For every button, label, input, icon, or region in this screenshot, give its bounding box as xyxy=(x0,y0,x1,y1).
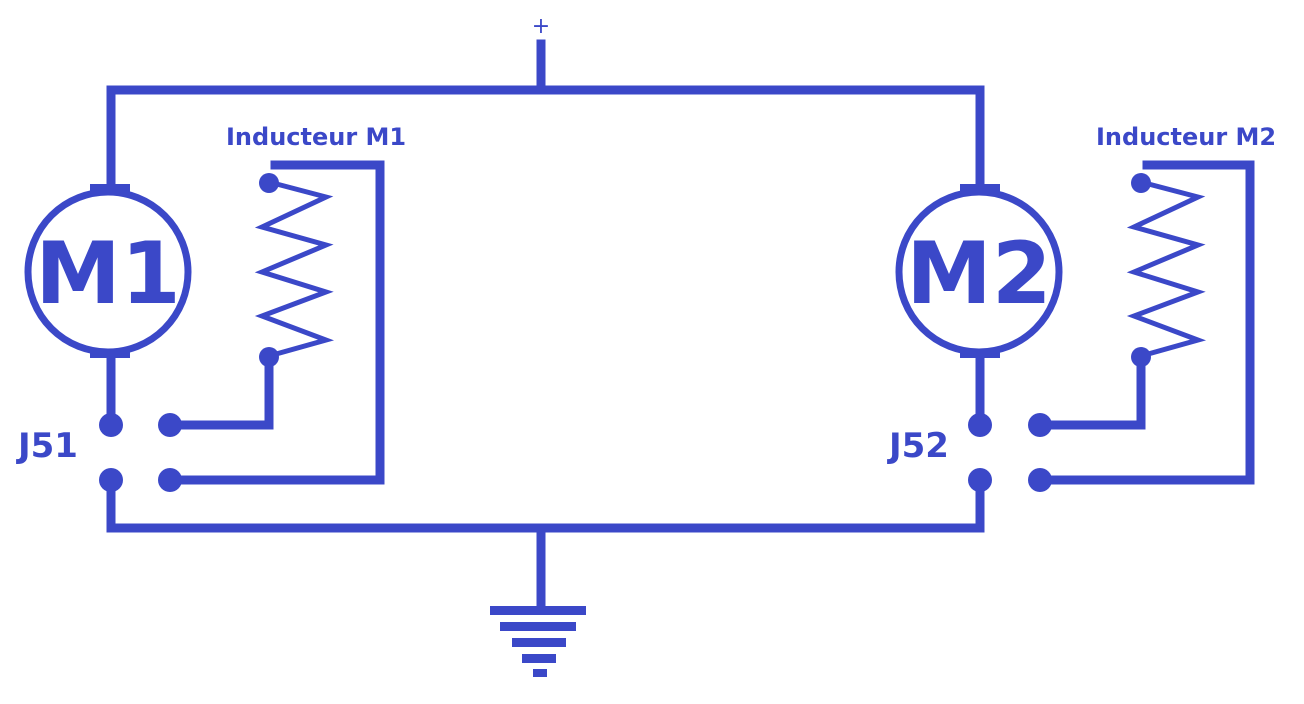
j52-contact-2a xyxy=(968,468,992,492)
motor-m2-label: M2 xyxy=(906,224,1051,324)
positive-supply-label: + xyxy=(532,14,550,39)
j52-upper-wire xyxy=(1035,352,1146,430)
switch-j51-label: J51 xyxy=(16,426,78,466)
inductor-m1-label: Inducteur M1 xyxy=(226,123,406,151)
inductor-m2-label: Inducteur M2 xyxy=(1096,123,1276,151)
ground-bar-4 xyxy=(522,654,556,663)
ground-symbol xyxy=(490,606,586,677)
inductor-m2-return-wire xyxy=(1035,160,1255,485)
switch-j51: J51 xyxy=(16,413,182,492)
j51-contact-1b xyxy=(158,413,182,437)
motor-m2-housing xyxy=(895,188,1063,356)
motor-m1-label: M1 xyxy=(35,224,180,324)
j51-contact-2a xyxy=(99,468,123,492)
j52-contact-1a xyxy=(968,413,992,437)
inductor-m1-top-terminal xyxy=(259,173,279,193)
inductor-m1-coil xyxy=(254,179,335,359)
switch-j52-label: J52 xyxy=(887,426,949,466)
motor-m1-housing xyxy=(24,188,192,356)
ground-bar-3 xyxy=(512,638,566,647)
motor-m2: M2 xyxy=(895,184,1063,358)
inductor-m2-coil xyxy=(1126,179,1207,359)
ground-bar-5 xyxy=(533,669,547,677)
ground-bar-2 xyxy=(500,622,576,631)
motor-m1: M1 xyxy=(24,184,192,358)
top-rail-wire xyxy=(106,85,985,198)
j52-contact-2b xyxy=(1028,468,1052,492)
inductor-m2-top-terminal xyxy=(1131,173,1151,193)
switch-j52: J52 xyxy=(887,413,1052,492)
j52-contact-1b xyxy=(1028,413,1052,437)
ground-bar-1 xyxy=(490,606,586,615)
j51-contact-1a xyxy=(99,413,123,437)
j51-upper-wire xyxy=(165,352,274,430)
j51-contact-2b xyxy=(158,468,182,492)
inductor-m1-return-wire xyxy=(165,160,385,485)
